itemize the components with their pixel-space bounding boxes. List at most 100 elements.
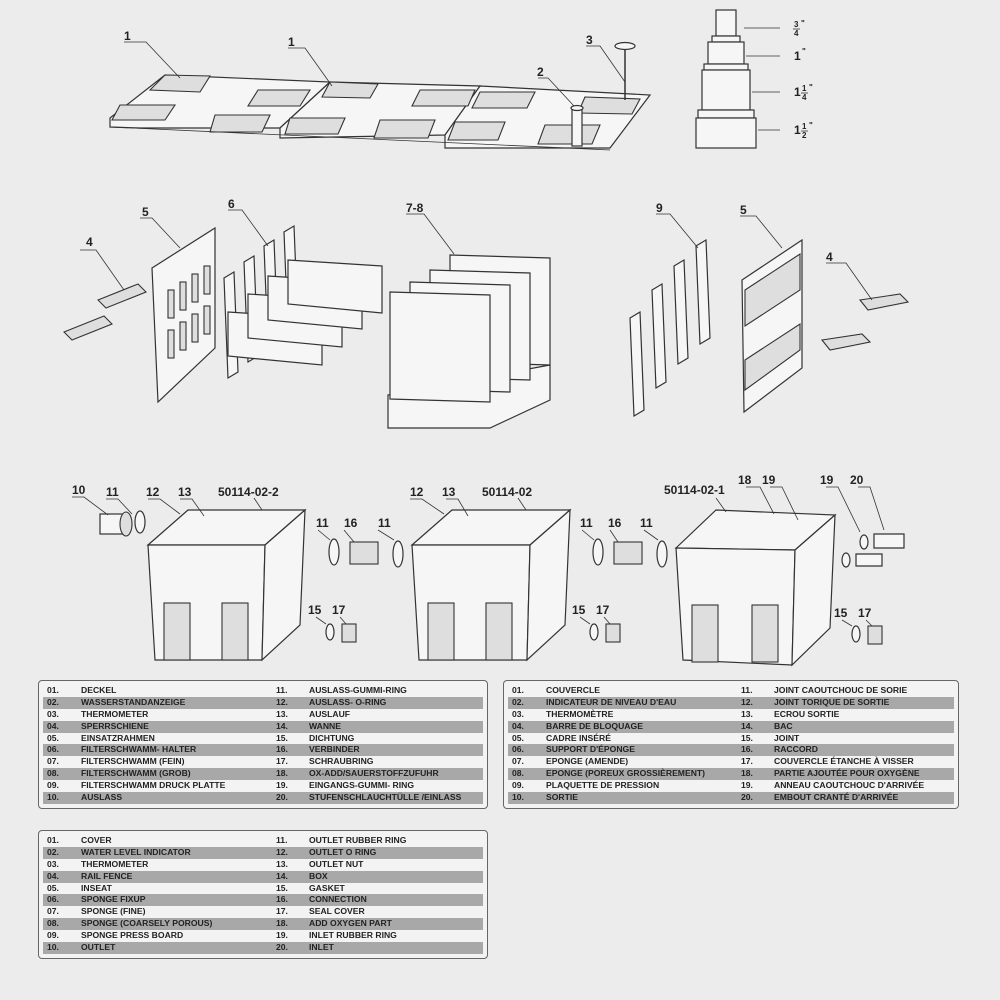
callout-11: 11 bbox=[316, 516, 329, 530]
part-name: RACCORD bbox=[774, 744, 818, 755]
legend-row: 07.EPONGE (AMENDE)17.COUVERCLE ÉTANCHE À… bbox=[508, 756, 954, 768]
part-name: BAC bbox=[774, 720, 793, 731]
part-number: 06. bbox=[47, 744, 59, 755]
part-name: STUFENSCHLAUCHTÜLLE /EINLASS bbox=[309, 792, 462, 803]
part-name: JOINT CAOUTCHOUC DE SORIE bbox=[774, 685, 908, 695]
part-number: 10. bbox=[47, 792, 59, 803]
model-label: 50114-02-1 bbox=[664, 483, 725, 497]
part-name: EPONGE (POREUX GROSSIÈREMENT) bbox=[546, 768, 706, 779]
hose-size-part: " bbox=[809, 121, 813, 130]
part-number: 05. bbox=[512, 732, 524, 743]
part-name: THERMOMÈTRE bbox=[546, 708, 614, 719]
part-number: 17. bbox=[741, 756, 753, 767]
sponge-fine-left bbox=[227, 259, 383, 366]
callout-15: 15 bbox=[834, 606, 848, 620]
callout-4: 4 bbox=[86, 235, 93, 249]
part-number: 18. bbox=[276, 768, 288, 779]
callout-11: 11 bbox=[640, 516, 653, 530]
callout-3: 3 bbox=[586, 33, 593, 47]
callout-15: 15 bbox=[308, 603, 322, 617]
part-number: 07. bbox=[47, 756, 59, 767]
part-number: 11. bbox=[741, 685, 753, 695]
part-name: SORTIE bbox=[546, 792, 578, 803]
callout-11: 11 bbox=[106, 485, 119, 499]
callout-labels: 1 1 3 2 4 5 6 7-8 9 5 4 10 11 12 13 5011… bbox=[72, 29, 872, 620]
part-number: 15. bbox=[276, 882, 288, 893]
part-name: AUSLASS bbox=[81, 792, 123, 803]
callout-16: 16 bbox=[344, 516, 358, 530]
callout-7-8: 7-8 bbox=[406, 201, 424, 215]
part-name: SPONGE (COARSELY POROUS) bbox=[81, 918, 213, 929]
hose-size-part: 4 bbox=[794, 29, 799, 38]
part-number: 11. bbox=[276, 835, 288, 845]
hose-size-part: 1 bbox=[794, 123, 801, 137]
legend-row: 08.EPONGE (POREUX GROSSIÈREMENT)18.PARTI… bbox=[508, 768, 954, 781]
filter-box-left bbox=[146, 508, 307, 662]
callout-5: 5 bbox=[142, 205, 149, 219]
part-number: 04. bbox=[512, 720, 524, 731]
hose-size-part: 3 bbox=[794, 20, 799, 29]
part-number: 17. bbox=[276, 756, 288, 767]
part-name: SEAL COVER bbox=[309, 906, 365, 917]
callout-1: 1 bbox=[288, 35, 295, 49]
part-number: 19. bbox=[276, 780, 288, 791]
part-name: DECKEL bbox=[81, 685, 117, 695]
part-number: 07. bbox=[47, 906, 59, 917]
part-name: FILTERSCHWAMM (FEIN) bbox=[81, 756, 185, 767]
legend-row: 08.SPONGE (COARSELY POROUS)18.ADD OXYGEN… bbox=[43, 918, 483, 931]
part-number: 03. bbox=[512, 708, 524, 719]
part-number: 18. bbox=[276, 918, 288, 929]
model-label: 50114-02-2 bbox=[218, 485, 279, 499]
callout-16: 16 bbox=[608, 516, 622, 530]
part-number: 01. bbox=[47, 685, 59, 695]
part-name: SCHRAUBRING bbox=[309, 756, 374, 767]
callout-12: 12 bbox=[146, 485, 160, 499]
hose-size-label: 34" bbox=[793, 19, 805, 38]
part-name: COVER bbox=[81, 835, 112, 845]
part-name: ADD OXYGEN PART bbox=[309, 918, 392, 929]
part-number: 03. bbox=[47, 708, 59, 719]
part-number: 10. bbox=[47, 942, 59, 953]
hose-size-part: 1 bbox=[794, 85, 801, 99]
press-boards-right bbox=[629, 238, 711, 418]
callout-15: 15 bbox=[572, 603, 586, 617]
part-number: 04. bbox=[47, 720, 59, 731]
stepped-hose-adapter bbox=[695, 9, 780, 149]
leader-lines bbox=[72, 41, 885, 627]
part-name: INLET RUBBER RING bbox=[309, 930, 397, 941]
hose-size-part: " bbox=[801, 19, 805, 28]
part-name: WATER LEVEL INDICATOR bbox=[81, 846, 191, 857]
part-number: 04. bbox=[47, 870, 59, 881]
part-name: SPONGE PRESS BOARD bbox=[81, 930, 184, 941]
part-name: EINGANGS-GUMMI- RING bbox=[309, 780, 415, 791]
callout-10: 10 bbox=[72, 483, 86, 497]
legend-row: 07.SPONGE (FINE)17.SEAL COVER bbox=[43, 906, 483, 918]
callout-19: 19 bbox=[762, 473, 776, 487]
part-number: 19. bbox=[276, 930, 288, 941]
part-number: 10. bbox=[512, 792, 524, 803]
part-number: 16. bbox=[276, 744, 288, 755]
part-name: INSEAT bbox=[81, 882, 112, 893]
part-name: OUTLET bbox=[81, 942, 116, 953]
part-name: EINSATZRAHMEN bbox=[81, 732, 155, 743]
callout-4: 4 bbox=[826, 250, 833, 264]
part-name: VERBINDER bbox=[309, 744, 360, 755]
insert-frame-right bbox=[741, 238, 803, 414]
part-name: OUTLET RUBBER RING bbox=[309, 835, 407, 845]
water-level-indicator bbox=[570, 104, 584, 147]
part-name: SPERRSCHIENE bbox=[81, 720, 149, 731]
part-name: OX-ADD/SAUERSTOFFZUFUHR bbox=[309, 768, 439, 779]
part-name: AUSLAUF bbox=[309, 708, 351, 719]
